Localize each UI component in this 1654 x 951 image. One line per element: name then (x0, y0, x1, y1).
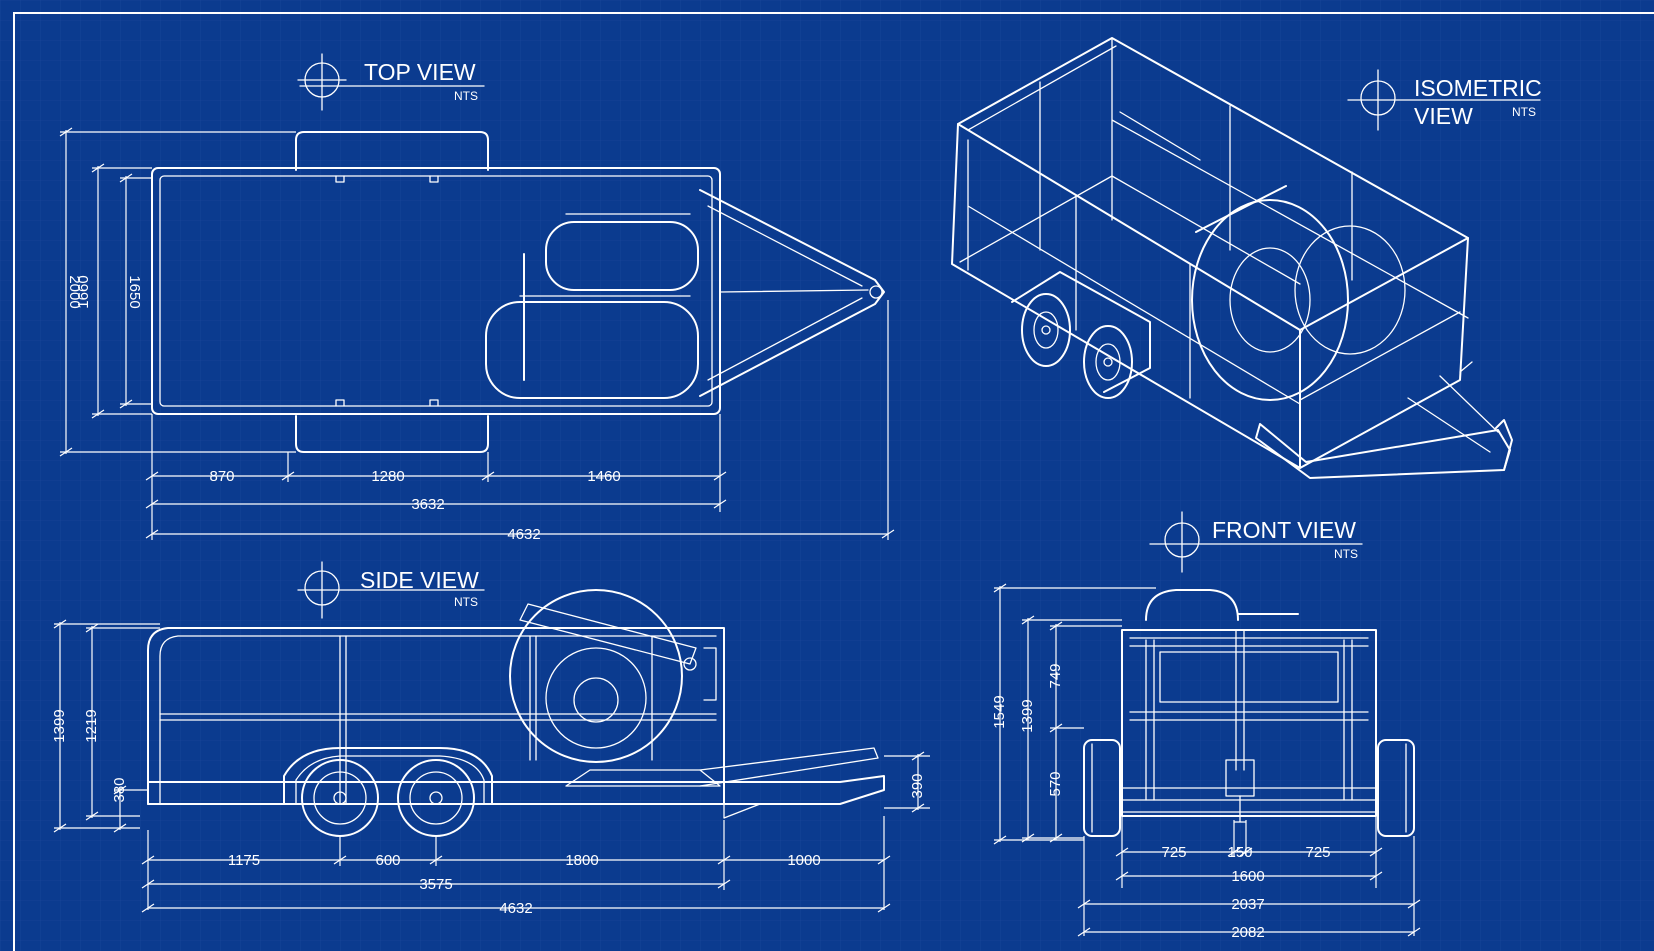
side-view-title: SIDE VIEW (360, 567, 479, 593)
top-drawbar (699, 189, 885, 397)
top-bed-frame (151, 167, 721, 415)
dim-top-870: 870 (209, 468, 234, 485)
side-fender (283, 747, 493, 805)
dim-top-1280: 1280 (371, 468, 404, 485)
dim-front-1549: 1549 (991, 695, 1008, 728)
side-view-drawing (53, 589, 930, 913)
title-front-view: FRONT VIEW NTS (1149, 511, 1363, 573)
top-view-scale: NTS (454, 89, 478, 103)
front-view-drawing (993, 583, 1421, 937)
iso-spare-wheel (1191, 199, 1349, 401)
dim-front-749: 749 (1047, 663, 1064, 688)
title-side-view: SIDE VIEW NTS (297, 561, 485, 619)
dim-front-2037: 2037 (1231, 896, 1264, 913)
dim-front-2082: 2082 (1231, 924, 1264, 941)
dim-front-1600: 1600 (1231, 868, 1264, 885)
side-frame (147, 627, 725, 805)
top-view-title: TOP VIEW (364, 59, 476, 85)
title-top-view: TOP VIEW NTS (297, 53, 485, 111)
front-frame (1121, 629, 1377, 817)
dim-front-570: 570 (1047, 771, 1064, 796)
side-view-scale: NTS (454, 595, 478, 609)
title-isometric-view: ISOMETRIC VIEW NTS (1347, 69, 1542, 131)
top-fender-lower (295, 415, 489, 453)
iso-wheel-rear (1083, 325, 1133, 399)
isometric-title-line1: ISOMETRIC (1414, 75, 1542, 101)
front-view-dimensions: 1549 1399 749 570 725 150 725 1600 2037 … (991, 663, 1331, 941)
iso-axle-housing (1011, 271, 1151, 393)
dim-side-1399: 1399 (51, 709, 68, 742)
dim-side-380: 380 (111, 777, 128, 802)
dim-front-725-right: 725 (1305, 844, 1330, 861)
dim-front-725-left: 725 (1161, 844, 1186, 861)
isometric-title-line2: VIEW (1414, 103, 1473, 129)
dim-top-1660: 1660 (75, 275, 92, 308)
dim-top-4632: 4632 (507, 526, 540, 543)
isometric-scale: NTS (1512, 105, 1536, 119)
dim-side-4632: 4632 (499, 900, 532, 917)
dim-top-1650: 1650 (126, 275, 143, 308)
dim-side-1000: 1000 (787, 852, 820, 869)
top-spare-wheel (545, 221, 699, 291)
dim-front-1399: 1399 (1019, 699, 1036, 732)
dim-top-3632: 3632 (411, 496, 444, 513)
front-spare-wheel-top (1145, 589, 1239, 621)
dim-front-150: 150 (1227, 844, 1252, 861)
dim-side-1219: 1219 (83, 709, 100, 742)
side-spare-wheel (509, 589, 683, 763)
dim-top-1460: 1460 (587, 468, 620, 485)
dim-top-2000: 2000 (66, 275, 83, 308)
top-view-dimensions: 2000 1660 1650 870 1280 1460 3632 4632 (66, 275, 621, 543)
dim-side-3575: 3575 (419, 876, 452, 893)
side-view-dimensions: 1399 1219 380 390 1175 600 1800 1000 357… (51, 709, 926, 917)
sheet-border (13, 12, 1654, 951)
dim-side-1800: 1800 (565, 852, 598, 869)
top-toolbox (485, 301, 699, 399)
top-view-drawing (59, 127, 895, 540)
dim-side-600: 600 (375, 852, 400, 869)
isometric-view-drawing (951, 37, 1513, 479)
dim-side-390: 390 (909, 773, 926, 798)
top-fender-upper (295, 131, 489, 171)
front-view-scale: NTS (1334, 547, 1358, 561)
front-view-title: FRONT VIEW (1212, 517, 1356, 543)
iso-wheel-front (1021, 293, 1071, 367)
dim-side-1175: 1175 (228, 852, 260, 869)
